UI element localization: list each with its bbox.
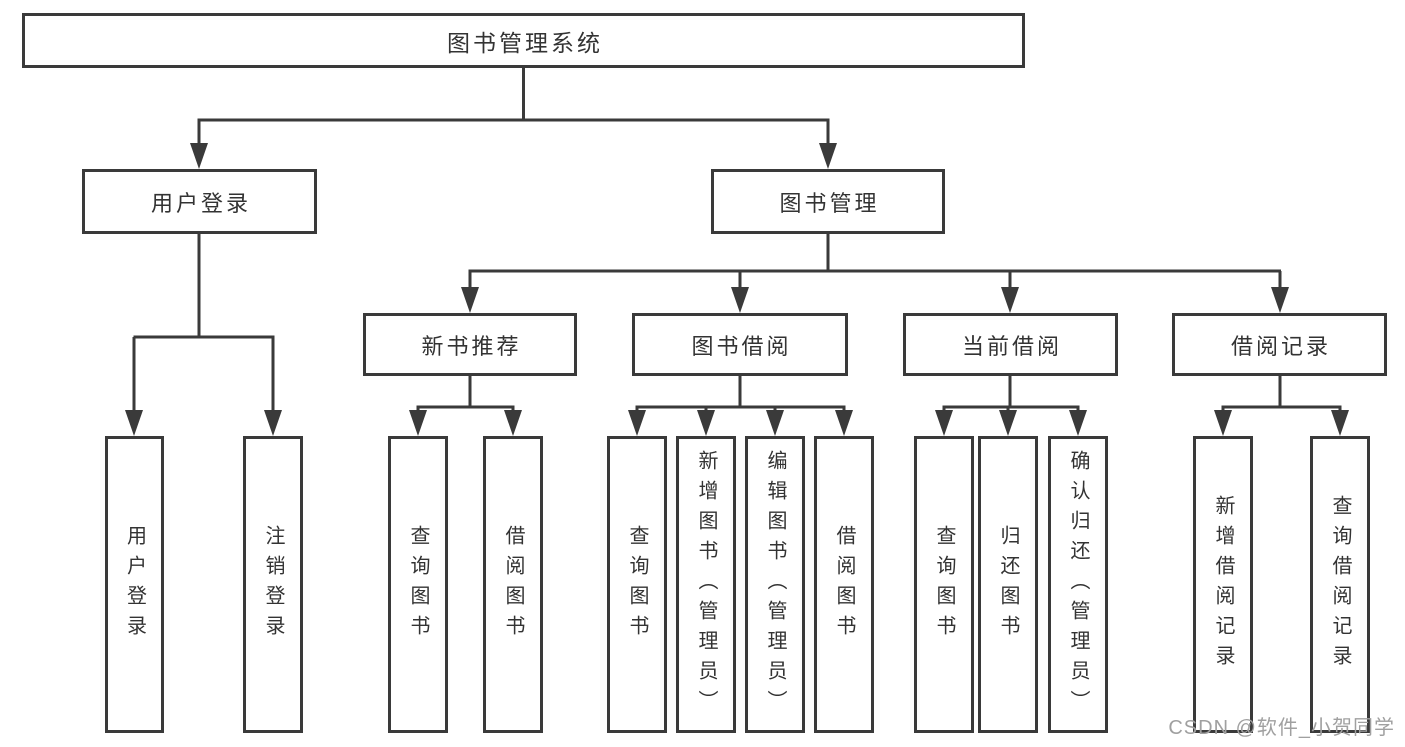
node-label: 查询图书 [407, 524, 429, 645]
node-user-login-group: 用户登录 [82, 169, 317, 234]
node-label: 新书推荐 [421, 333, 522, 359]
node-root-system: 图书管理系统 [22, 13, 1025, 68]
node-label: 图书管理系统 [447, 29, 603, 56]
node-leaf-query-books-recommend: 查询图书 [388, 436, 448, 733]
node-label: 图书借阅 [691, 333, 792, 359]
node-label: 注销登录 [262, 524, 284, 645]
node-leaf-user-login: 用户登录 [105, 436, 164, 733]
node-label: 新增借阅记录 [1212, 494, 1234, 675]
node-label: 借阅图书 [833, 524, 855, 645]
arrowheads [125, 143, 1349, 436]
node-label: 查询借阅记录 [1329, 494, 1351, 675]
node-label: 新增图书（管理员） [695, 449, 717, 720]
node-leaf-borrow-books: 借阅图书 [814, 436, 874, 733]
node-leaf-confirm-return-admin: 确认归还（管理员） [1048, 436, 1108, 733]
node-label: 用户登录 [150, 190, 251, 216]
node-label: 用户登录 [123, 524, 146, 645]
node-leaf-edit-books-admin: 编辑图书（管理员） [745, 436, 805, 733]
node-leaf-add-borrow-record: 新增借阅记录 [1193, 436, 1253, 733]
node-book-borrow: 图书借阅 [632, 313, 848, 376]
node-leaf-add-books-admin: 新增图书（管理员） [676, 436, 736, 733]
node-leaf-query-books-current: 查询图书 [914, 436, 974, 733]
node-book-management: 图书管理 [711, 169, 945, 234]
node-label: 图书管理 [779, 190, 880, 216]
node-new-book-recommend: 新书推荐 [363, 313, 577, 376]
node-label: 确认归还（管理员） [1067, 449, 1089, 720]
node-label: 当前借阅 [961, 333, 1062, 359]
node-label: 借阅记录 [1230, 333, 1331, 359]
node-leaf-return-books: 归还图书 [978, 436, 1038, 733]
node-label: 查询图书 [626, 524, 648, 645]
node-label: 借阅图书 [502, 524, 524, 645]
node-leaf-logout: 注销登录 [243, 436, 303, 733]
node-label: 编辑图书（管理员） [764, 449, 786, 720]
node-current-borrow: 当前借阅 [903, 313, 1118, 376]
node-label: 查询图书 [933, 524, 955, 645]
node-leaf-borrow-books-recommend: 借阅图书 [483, 436, 543, 733]
node-label: 归还图书 [997, 524, 1019, 645]
node-leaf-query-books-borrow: 查询图书 [607, 436, 667, 733]
node-borrow-records: 借阅记录 [1172, 313, 1387, 376]
csdn-watermark: CSDN @软件_小贺同学 [1168, 717, 1395, 739]
node-leaf-query-borrow-record: 查询借阅记录 [1310, 436, 1370, 733]
